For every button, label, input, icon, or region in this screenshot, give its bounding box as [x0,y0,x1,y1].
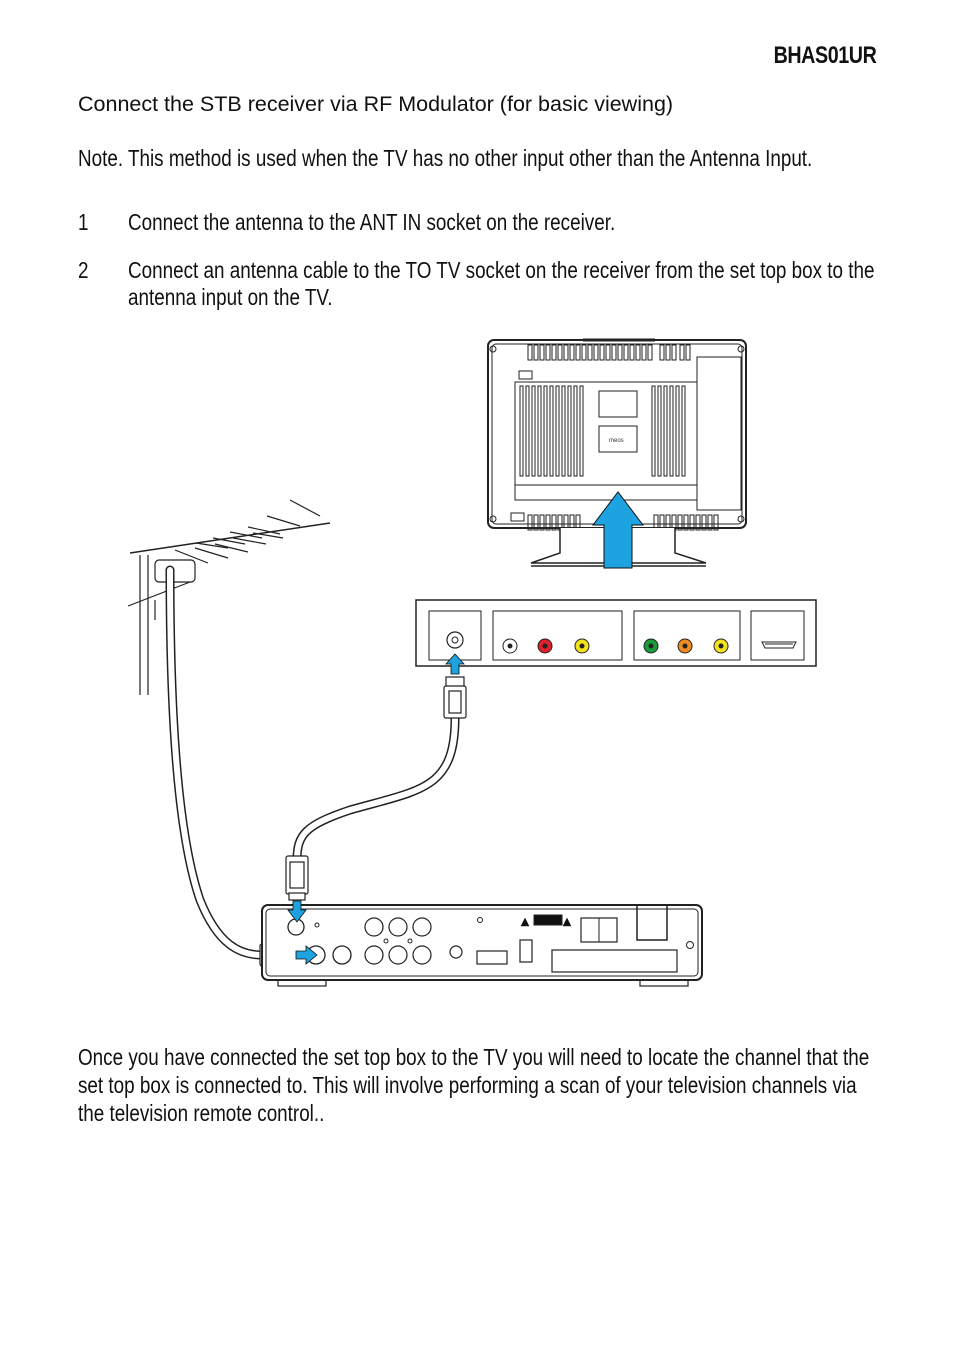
arrow-up-icon [445,653,465,675]
model-number: BHAS01UR [773,42,876,69]
step-number: 1 [78,209,89,235]
rf-cable [292,717,460,861]
step-text: Connect the antenna to the ANT IN socket… [128,209,616,235]
antenna-cable [165,565,267,960]
closing-paragraph: Once you have connected the set top box … [78,1044,870,1126]
step-number: 2 [78,257,89,283]
arrow-up-icon [591,491,645,569]
set-top-box-illustration [261,904,703,987]
tv-input-panel [415,599,817,667]
section-heading: Connect the STB receiver via RF Modulato… [78,92,674,116]
rf-plug-top [443,676,467,719]
tv-bottom-vents [527,514,719,531]
tv-side-vents-left [519,385,584,477]
tv-top-vents [527,344,691,361]
tv-brand-label: meos [609,438,624,444]
step-text: Connect an antenna cable to the TO TV so… [128,257,875,310]
arrow-down-icon [287,900,307,923]
arrow-right-icon [295,945,318,965]
rf-plug-bottom [285,855,309,901]
antenna-illustration [127,499,331,695]
note-text: Note. This method is used when the TV ha… [78,145,813,171]
tv-side-vents-right [651,385,686,477]
